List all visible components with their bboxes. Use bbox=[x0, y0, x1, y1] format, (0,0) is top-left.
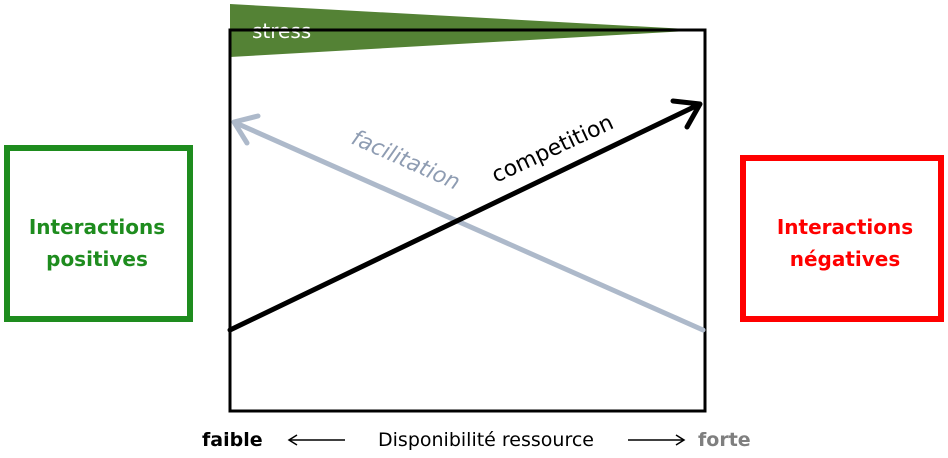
plot-frame bbox=[228, 28, 707, 413]
axis-right-arrow-head bbox=[675, 434, 686, 446]
positive-box-line2: positives bbox=[46, 247, 148, 271]
facilitation-arrow-head bbox=[231, 113, 261, 146]
competition-arrow-head bbox=[670, 98, 703, 130]
facilitation-label: facilitation bbox=[348, 126, 464, 196]
axis-title: Disponibilité ressource bbox=[378, 429, 594, 451]
positive-interactions-box bbox=[4, 145, 193, 322]
negative-box-line2: négatives bbox=[790, 247, 901, 271]
competition-arrow-line bbox=[227, 102, 701, 333]
axis-left-arrow-head bbox=[287, 434, 298, 446]
axis-high-label: forte bbox=[698, 429, 751, 451]
facilitation-arrow-line bbox=[233, 120, 706, 333]
negative-interactions-box bbox=[740, 155, 944, 322]
positive-box-line1: Interactions bbox=[29, 215, 165, 239]
axis-low-label: faible bbox=[202, 429, 263, 451]
negative-box-line1: Interactions bbox=[777, 215, 913, 239]
